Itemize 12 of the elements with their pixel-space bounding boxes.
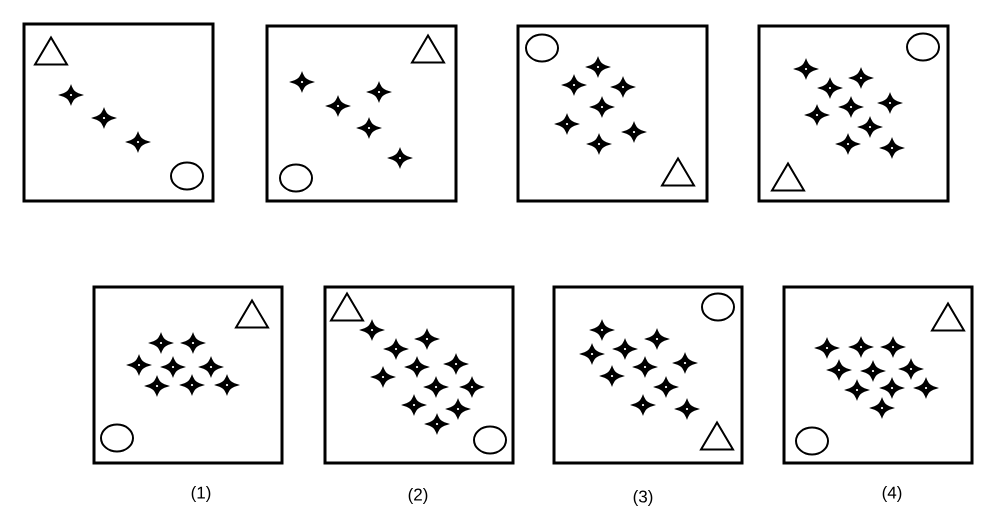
figure-box: [265, 24, 458, 203]
figure-box: [782, 285, 974, 465]
option-label: (2): [408, 488, 428, 504]
option-label: (4): [882, 486, 902, 502]
figure-box: [552, 285, 744, 465]
option-label: (3): [633, 490, 653, 506]
figure-box: [516, 24, 709, 203]
option-label: (1): [191, 486, 211, 502]
figure-box: [22, 22, 215, 203]
figure-box: [92, 285, 284, 465]
figure-box: [757, 24, 950, 203]
figure-box: [323, 285, 515, 465]
